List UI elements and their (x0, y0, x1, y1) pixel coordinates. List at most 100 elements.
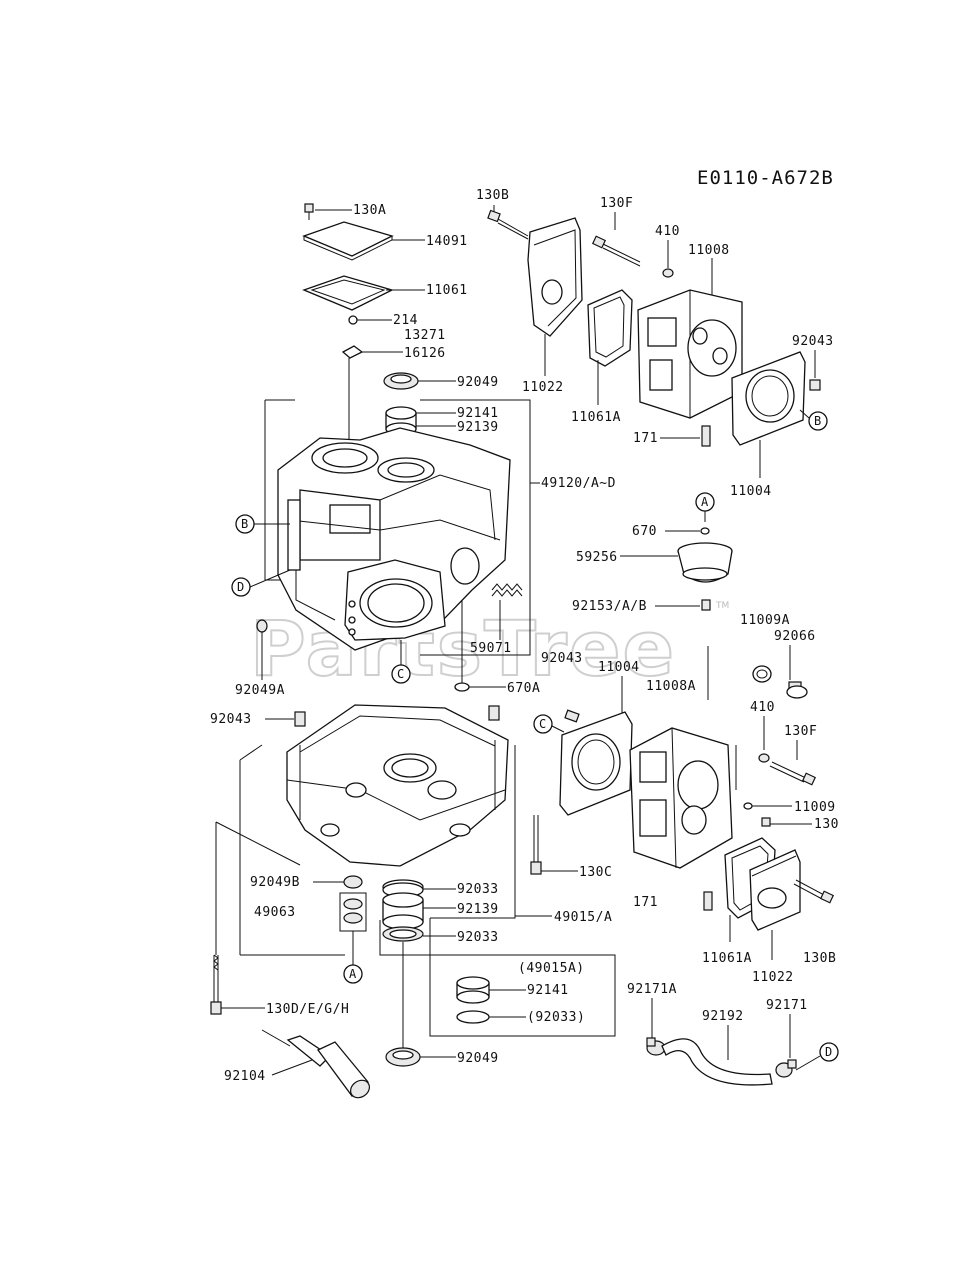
label-171-top: 171 (633, 431, 658, 446)
label-92049b: 92049B (250, 875, 300, 890)
label-92033-a: 92033 (457, 882, 499, 897)
callout-a-lower: A (343, 964, 363, 984)
bearing-92141 (385, 406, 417, 436)
svg-text:A: A (701, 495, 709, 509)
label-92033-b: 92033 (457, 930, 499, 945)
breather-cover-59256 (677, 542, 733, 583)
label-92049-bot: 92049 (457, 1051, 499, 1066)
label-92153: 92153/A/B (572, 599, 647, 614)
clamp-92171 (775, 1059, 797, 1078)
label-410-top: 410 (655, 224, 680, 239)
label-11061a-top: 11061A (571, 410, 621, 425)
label-130f-mid: 130F (784, 724, 817, 739)
bolt-92153 (701, 599, 711, 611)
plug-92066 (786, 681, 808, 699)
label-11004-mid: 11004 (598, 660, 640, 675)
label-214: 214 (393, 313, 418, 328)
svg-text:A: A (349, 967, 357, 981)
svg-text:D: D (237, 580, 244, 594)
dowel-92043-mid (564, 709, 580, 723)
callout-d-hose: D (819, 1042, 839, 1062)
label-11061a-bot: 11061A (702, 951, 752, 966)
label-59256: 59256 (576, 550, 618, 565)
oil-seal-bearing-top: 92049 92141 92139 (383, 372, 499, 436)
label-670: 670 (632, 524, 657, 539)
crankcase-upper (277, 427, 523, 651)
svg-text:B: B (241, 517, 248, 531)
label-92139-top: 92139 (457, 420, 499, 435)
label-11061: 11061 (426, 283, 468, 298)
cylinder-head-11008 (637, 289, 743, 419)
bolt-130a (304, 203, 314, 220)
label-92066: 92066 (774, 629, 816, 644)
breather-housing (450, 547, 480, 585)
bearing-92033-paren (456, 1010, 490, 1024)
label-11022-top: 11022 (522, 380, 564, 395)
bolt-130f-top (591, 235, 641, 267)
label-11004-top: 11004 (730, 484, 772, 499)
top-cover-parts: 130A 14091 11061 214 13271 16126 (302, 203, 468, 510)
cover-plate-14091 (302, 221, 394, 257)
gasket-11009a (752, 665, 772, 683)
label-13271: 13271 (404, 328, 446, 343)
label-92043-left: 92043 (210, 712, 252, 727)
label-11009: 11009 (794, 800, 836, 815)
label-11008a: 11008A (646, 679, 696, 694)
label-16126: 16126 (404, 346, 446, 361)
label-92192: 92192 (702, 1009, 744, 1024)
callout-c-upper: C (391, 640, 411, 684)
svg-text:D: D (825, 1045, 832, 1059)
label-49015a: (49015A) (518, 961, 585, 976)
callout-b-upper: B (235, 514, 290, 534)
oring-670a (454, 682, 470, 692)
label-130d: 130D/E/G/H (266, 1002, 349, 1017)
spring-59071 (491, 583, 523, 597)
head-gasket-11004-mid (559, 711, 633, 816)
label-130b-top: 130B (476, 188, 509, 203)
rocker-cover-11022-bot (749, 849, 801, 931)
crankcase-lower (286, 704, 509, 867)
svg-text:C: C (539, 717, 546, 731)
label-92141-bot: 92141 (527, 983, 569, 998)
rocker-cover-11022-top (527, 217, 583, 337)
callout-a-breather: A (695, 492, 715, 522)
gasket-11061a-top (587, 289, 633, 367)
svg-text:B: B (814, 414, 821, 428)
bearing-92141-bot (456, 976, 490, 1004)
seal-92049a (256, 619, 268, 633)
label-171-mid: 171 (633, 895, 658, 910)
label-92171: 92171 (766, 998, 808, 1013)
sealant-tube-92104 (261, 1029, 370, 1099)
label-92171a: 92171A (627, 982, 677, 997)
label-92141-top: 92141 (457, 406, 499, 421)
dowel-92043-lower-right (488, 705, 500, 721)
diagram-code: E0110-A672B (697, 167, 834, 189)
bolt-130b-bot (793, 879, 835, 904)
label-14091: 14091 (426, 234, 468, 249)
label-11008: 11008 (688, 243, 730, 258)
label-130c: 130C (579, 865, 612, 880)
stud-171-mid (703, 891, 713, 911)
bolt-130d (210, 954, 222, 1015)
label-59071: 59071 (470, 641, 512, 656)
label-11022-bot: 11022 (752, 970, 794, 985)
bracket-49015 (239, 744, 263, 761)
bolt-130b-top (487, 209, 529, 240)
label-670a: 670A (507, 681, 540, 696)
callout-c-mid: C (533, 714, 565, 734)
bolt-130c (530, 815, 542, 875)
washer-410-mid (758, 753, 770, 763)
label-92139-bot: 92139 (457, 902, 499, 917)
label-130: 130 (814, 817, 839, 832)
label-92043-right: 92043 (792, 334, 834, 349)
oring-670 (700, 527, 710, 535)
svg-text:C: C (397, 667, 404, 681)
dowel-92043-left (294, 711, 306, 727)
washer-410-top (662, 268, 674, 278)
plate-16126 (341, 345, 364, 359)
seal-92049b (343, 875, 363, 889)
breather-hose-92192 (661, 1038, 773, 1086)
label-130f-top: 130F (600, 196, 633, 211)
